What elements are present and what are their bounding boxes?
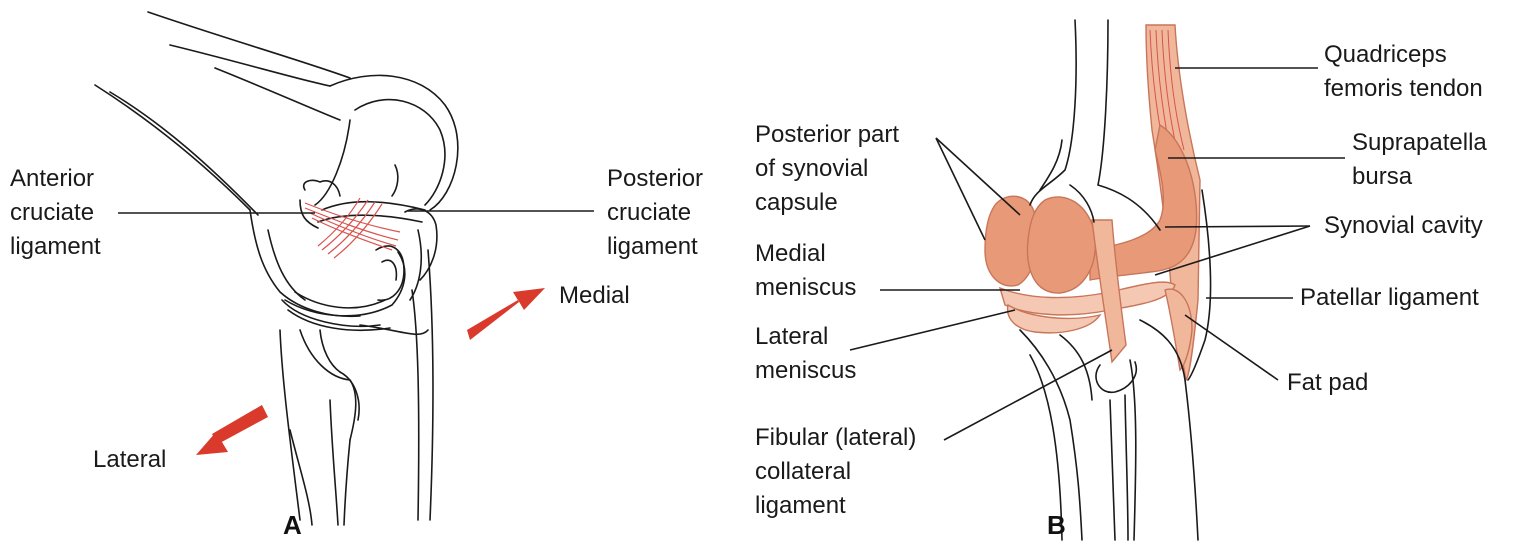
medial-arrow [467, 288, 545, 340]
capsule-leader-1 [935, 137, 986, 241]
suprapatella-bursa-label: Suprapatella bursa [1352, 126, 1487, 194]
fat-pad-leader [1184, 314, 1279, 381]
lateral-meniscus-label: Lateral meniscus [755, 320, 856, 388]
panel-a-drawing [94, 11, 459, 526]
synovial-cavity-leader-1 [1164, 225, 1311, 228]
panel-a-letter: A [283, 510, 302, 540]
quadriceps-tendon-label: Quadriceps femoris tendon [1324, 38, 1483, 106]
acl-label-line-2: cruciate [10, 199, 95, 226]
suprapatella-bursa [1089, 123, 1198, 281]
meniscus-band [998, 281, 1176, 316]
lateral-meniscus-shape [1006, 303, 1102, 334]
panel-b-leaders [849, 67, 1345, 441]
fibular-collateral-ligament [1091, 219, 1127, 364]
pcl-label-line-2: cruciate [607, 199, 692, 226]
lateral-meniscus-line-1: Lateral [755, 323, 829, 350]
medial-meniscus-line-2: meniscus [755, 274, 857, 301]
medial-label: Medial [559, 282, 630, 309]
medial-meniscus-line-1: Medial [755, 240, 826, 267]
acl-label-line-3: ligament [10, 233, 101, 260]
femur-shaft-b [1029, 19, 1077, 206]
femoral-condyle [329, 74, 459, 211]
panel-a-leaders [118, 210, 594, 214]
tibia-outline [279, 329, 301, 521]
suprapatella-line-2: bursa [1352, 163, 1413, 190]
posterior-capsule-line-3: capsule [755, 189, 838, 216]
panel-b-synovial [984, 24, 1201, 382]
patellar-ligament-label: Patellar ligament [1300, 284, 1479, 311]
synovial-cavity-label: Synovial cavity [1324, 212, 1483, 239]
suprapatella-line-1: Suprapatella [1352, 129, 1487, 156]
posterior-capsule-medial [1026, 196, 1097, 294]
cruciate-ligament-fibers [304, 197, 401, 259]
fibular-collateral-line-1: Fibular (lateral) [755, 424, 917, 451]
acl-label-line-1: Anterior [10, 165, 95, 192]
fibular-collateral-label: Fibular (lateral) collateral ligament [755, 421, 916, 523]
panel-b-letter: B [1047, 510, 1066, 540]
quadriceps-line-2: femoris tendon [1324, 75, 1483, 102]
fat-pad-label: Fat pad [1287, 369, 1369, 396]
lateral-meniscus-leader [849, 309, 1016, 351]
medial-meniscus-label: Medial meniscus [755, 237, 856, 305]
fibular-leader [943, 349, 1113, 441]
lateral-arrow [196, 418, 270, 455]
posterior-capsule-label: Posterior part of synovial capsule [755, 118, 899, 220]
posterior-capsule-line-2: of synovial [755, 155, 869, 182]
lateral-meniscus-line-2: meniscus [755, 357, 857, 384]
fibular-collateral-line-3: ligament [755, 492, 846, 519]
pcl-label: Posterior cruciate ligament [607, 162, 703, 264]
posterior-capsule-line-1: Posterior part [755, 121, 900, 148]
panel-b-bones [1019, 19, 1212, 541]
femur-shaft-left-a [94, 84, 251, 211]
posterior-capsule-lateral [984, 195, 1038, 287]
lateral-label: Lateral [93, 446, 167, 473]
pcl-label-line-3: ligament [607, 233, 698, 260]
synovial-cavity-leader-2 [1154, 225, 1311, 276]
acl-label: Anterior cruciate ligament [10, 162, 101, 264]
tibia-b [1019, 329, 1083, 541]
pcl-label-line-1: Posterior [607, 165, 704, 192]
fat-pad [1164, 288, 1193, 372]
fibular-collateral-line-2: collateral [755, 458, 852, 485]
femur-outline-upper [147, 11, 351, 79]
capsule-leader-2 [935, 137, 1021, 216]
quadriceps-line-1: Quadriceps [1324, 41, 1447, 68]
